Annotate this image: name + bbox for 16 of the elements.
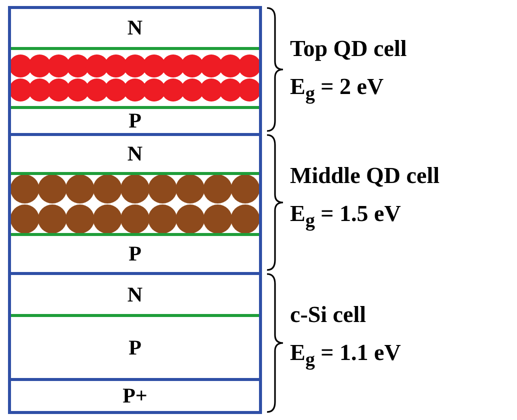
- cell-name-label: Top QD cell: [290, 36, 407, 62]
- layer-label: N: [127, 18, 143, 38]
- quantum-dot-layer-drawing: [11, 47, 259, 109]
- cell-name-label: c-Si cell: [290, 302, 366, 328]
- layer-label: P+: [122, 386, 148, 406]
- bandgap-label: E$_{g}$ = 1.1 eV: [290, 340, 401, 372]
- layer-label: P: [128, 110, 142, 132]
- bandgap-label: E$_{g}$ = 1.5 eV: [290, 201, 401, 233]
- layer-label: N: [127, 284, 143, 305]
- cell-name-label: Middle QD cell: [290, 163, 440, 189]
- layer-label: N: [127, 144, 143, 164]
- quantum-dot-layer-drawing: [11, 172, 259, 236]
- layer-label: P: [128, 244, 142, 264]
- layer-label: P: [128, 337, 142, 358]
- cell-stack: [8, 6, 262, 414]
- bandgap-label: E$_{g}$ = 2 eV: [290, 74, 384, 106]
